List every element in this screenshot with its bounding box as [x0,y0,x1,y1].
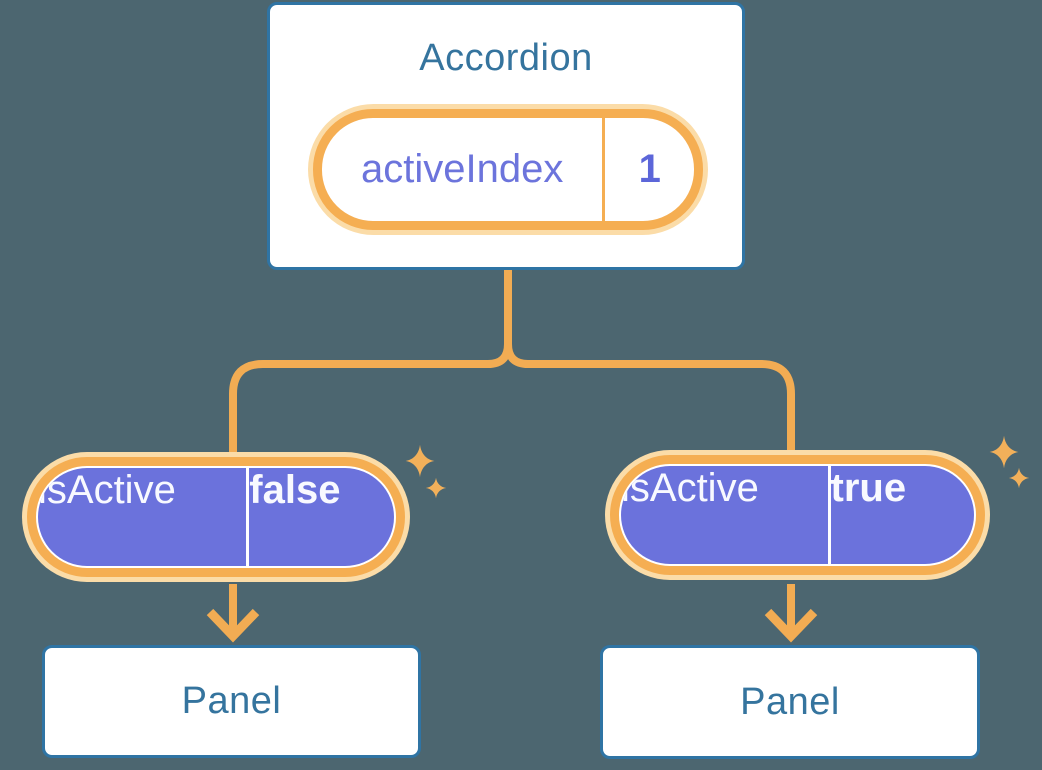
pill-divider [602,118,606,221]
state-name-label: activeIndex [361,147,564,191]
panel-title: Panel [740,680,840,723]
prop-value-label: false [249,468,341,512]
panel-card-right: Panel [600,645,980,759]
connector-line-left [229,270,512,452]
sparkle-icon [989,435,1030,489]
prop-value-label: true [830,466,907,510]
sparkle-icon [405,444,447,499]
accordion-title: Accordion [419,37,593,79]
panel-title: Panel [181,680,282,722]
panel-card-left: Panel [42,645,421,758]
pill-divider [246,468,250,566]
state-pill: activeIndex 1 [308,104,708,235]
prop-pill-isactive-false: isActive false [22,452,410,582]
arrow-down-icon [206,584,260,643]
state-value-label: 1 [638,147,661,191]
pill-divider [827,466,831,564]
prop-name-label: isActive [38,468,176,512]
prop-name-label: isActive [621,466,759,510]
connector-line-right [504,270,795,452]
prop-pill-isactive-true: isActive true [605,450,990,580]
accordion-card: Accordion activeIndex 1 [267,2,745,270]
arrow-down-icon [764,584,818,643]
